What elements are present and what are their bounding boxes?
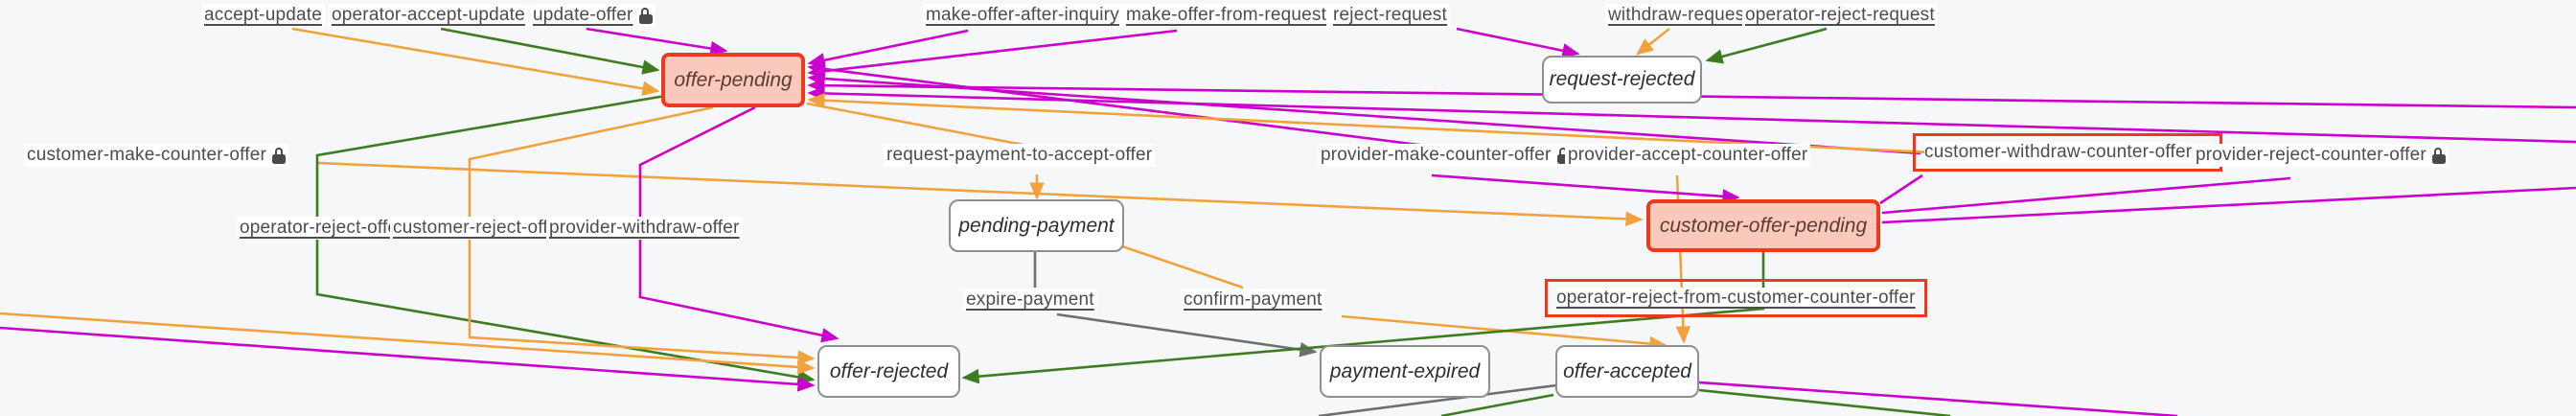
transition-label: request-payment-to-accept-offer [886, 145, 1153, 165]
state-label: pending-payment [958, 214, 1115, 237]
transition-label: customer-reject-offer [393, 218, 565, 238]
transition-reject-request[interactable]: reject-request [1330, 4, 1450, 27]
lock-icon [272, 147, 287, 164]
edge-customer [291, 27, 660, 97]
edge-operator [1705, 27, 1828, 64]
transition-label: confirm-payment [1184, 289, 1322, 310]
transition-label: operator-accept-update [332, 5, 525, 25]
edge-customer [468, 105, 816, 365]
transition-label: operator-reject-offer [240, 218, 404, 238]
transition-update-offer[interactable]: update-offer [530, 4, 656, 27]
edge-customer [807, 92, 2013, 158]
transition-withdraw-request[interactable]: withdraw-request [1605, 4, 1753, 27]
lock-icon [638, 7, 653, 24]
transition-label: customer-withdraw-counter-offer [1924, 142, 2193, 163]
transition-accept-update[interactable]: accept-update [201, 4, 326, 27]
state-label: offer-accepted [1563, 359, 1691, 382]
edge-provider [1881, 176, 2291, 215]
transition-label: withdraw-request [1608, 5, 1750, 25]
state-offer-rejected[interactable]: offer-rejected [817, 345, 960, 398]
transition-operator-accept-update[interactable]: operator-accept-update [329, 4, 528, 27]
edge-operator [440, 27, 660, 75]
edge-operator [1698, 388, 1951, 416]
transition-label: provider-make-counter-offer [1321, 145, 1552, 165]
edge-provider [1881, 186, 2576, 224]
state-label: offer-pending [674, 68, 793, 91]
state-offer-accepted[interactable]: offer-accepted [1555, 345, 1699, 398]
transition-customer-make-counter-offer[interactable]: customer-make-counter-offer [24, 144, 289, 167]
transition-provider-withdraw-offer[interactable]: provider-withdraw-offer [546, 217, 743, 240]
transition-make-offer-after-inquiry[interactable]: make-offer-after-inquiry [923, 4, 1141, 27]
state-label: customer-offer-pending [1659, 214, 1868, 237]
edge-provider [1698, 381, 2178, 416]
transition-operator-reject-from-customer-counter-offer[interactable]: operator-reject-from-customer-counter-of… [1545, 279, 1927, 317]
state-label: offer-rejected [829, 359, 949, 382]
transition-expire-payment[interactable]: expire-payment [963, 289, 1097, 312]
transition-provider-accept-counter-offer[interactable]: provider-accept-counter-offer [1565, 144, 1811, 167]
transition-operator-reject-offer[interactable]: operator-reject-offer [237, 217, 407, 240]
transition-provider-reject-counter-offer[interactable]: provider-reject-counter-offer [2193, 144, 2449, 167]
state-customer-offer-pending[interactable]: customer-offer-pending [1646, 199, 1880, 252]
edge-provider [586, 27, 728, 57]
edge-operator [961, 252, 1765, 384]
lock-icon [2431, 147, 2446, 164]
edge-customer [317, 161, 1644, 227]
edge-customer [1635, 27, 1670, 56]
transition-request-payment-to-accept-offer[interactable]: request-payment-to-accept-offer [884, 144, 1156, 167]
transition-label: update-offer [533, 5, 633, 25]
transition-label: provider-accept-counter-offer [1568, 145, 1808, 165]
edge-provider [807, 29, 969, 68]
edge-provider [0, 326, 816, 392]
edge-provider [1879, 173, 1923, 205]
transition-label: operator-reject-request [1745, 5, 1935, 25]
edge-customer [0, 312, 816, 375]
state-request-rejected[interactable]: request-rejected [1542, 56, 1702, 104]
state-label: payment-expired [1329, 359, 1481, 382]
transition-label: accept-update [204, 5, 323, 25]
transition-make-offer-from-request[interactable]: make-offer-from-request [1123, 4, 1349, 27]
state-pending-payment[interactable]: pending-payment [949, 199, 1124, 252]
edge-system [1318, 383, 1557, 416]
edge-system [1056, 312, 1318, 358]
edge-provider [807, 29, 1178, 79]
edge-operator [1440, 393, 1554, 416]
transition-customer-reject-offer[interactable]: customer-reject-offer [390, 217, 568, 240]
transition-operator-reject-request[interactable]: operator-reject-request [1742, 4, 1938, 27]
edge-provider [807, 61, 1427, 148]
edge-provider [1431, 173, 1740, 204]
transition-confirm-payment[interactable]: confirm-payment [1181, 289, 1325, 312]
edge-provider [1456, 27, 1580, 58]
transition-label: provider-reject-counter-offer [2196, 145, 2426, 165]
transition-label: customer-make-counter-offer [27, 145, 267, 165]
transition-label: operator-reject-from-customer-counter-of… [1556, 288, 1916, 309]
edge-provider [807, 85, 2576, 144]
transition-customer-withdraw-counter-offer[interactable]: customer-withdraw-counter-offer [1913, 133, 2223, 172]
state-payment-expired[interactable]: payment-expired [1320, 345, 1490, 398]
transition-provider-make-counter-offer[interactable]: provider-make-counter-offer [1318, 144, 1574, 167]
transition-label: provider-withdraw-offer [549, 218, 740, 238]
transition-label: expire-payment [966, 289, 1094, 310]
edge-provider [807, 71, 1921, 155]
state-offer-pending[interactable]: offer-pending [661, 53, 805, 107]
transition-label: make-offer-after-inquiry [926, 5, 1119, 25]
edge-customer [806, 102, 1029, 148]
edge-customer [1121, 244, 1244, 289]
state-label: request-rejected [1549, 68, 1695, 90]
transition-label: make-offer-from-request [1126, 5, 1327, 25]
transition-label: reject-request [1333, 5, 1447, 25]
